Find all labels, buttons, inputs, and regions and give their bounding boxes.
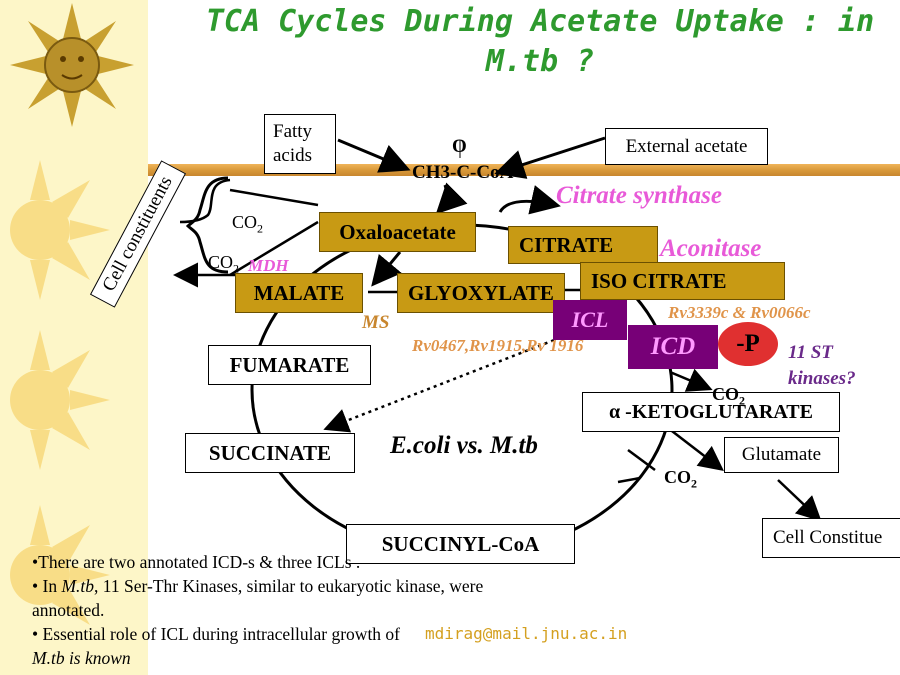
sun-icon xyxy=(10,3,134,127)
acetyl-carbonyl-o: O xyxy=(452,136,467,157)
bullet-notes: •There are two annotated ICD-s & three I… xyxy=(32,550,552,670)
isocitrate-node: ISO CITRATE xyxy=(580,262,785,300)
email-footer: mdirag@mail.jnu.ac.in xyxy=(425,624,628,643)
oxaloacetate-node: Oxaloacetate xyxy=(319,212,476,252)
glyoxylate-node: GLYOXYLATE xyxy=(397,273,565,313)
center-comparison-label: E.coli vs. M.tb xyxy=(390,432,538,459)
icd-genes-label: Rv3339c & Rv0066c xyxy=(668,303,811,322)
succinyl-coa-node: SUCCINYL-CoA xyxy=(346,524,575,564)
fumarate-node: FUMARATE xyxy=(208,345,371,385)
phosphorylation-badge: -P xyxy=(718,322,778,366)
external-acetate-node: External acetate xyxy=(605,128,768,165)
fatty-acids-node: Fatty acids xyxy=(264,114,336,174)
bullet-1: •There are two annotated ICD-s & three I… xyxy=(32,552,361,572)
acetyl-coa-node: CH3-C-CoA xyxy=(412,162,514,183)
mdh-label: MDH xyxy=(248,256,289,275)
ms-label: MS xyxy=(362,312,390,333)
alpha-ketoglutarate-node: α -KETOGLUTARATE xyxy=(582,392,840,432)
bullet-2: • In M.tb, 11 Ser-Thr Kinases, similar t… xyxy=(32,576,484,620)
aconitase-label: Aconitase xyxy=(660,235,762,262)
sun-decoration xyxy=(10,3,134,625)
succinate-node: SUCCINATE xyxy=(185,433,355,473)
icd-enzyme-box: ICD xyxy=(628,325,718,369)
co2-label-top: CO2 xyxy=(232,212,264,236)
slide-title: TCA Cycles During Acetate Uptake : in M.… xyxy=(205,4,875,79)
co2-label-icd: CO2 xyxy=(712,384,745,408)
icl-genes-label: Rv0467,Rv1915,Rv 1916 xyxy=(412,336,584,355)
bullet-3: • Essential role of ICL during intracell… xyxy=(32,624,401,668)
cell-constituents-right-node: Cell Constitue xyxy=(762,518,900,558)
co2-label-akg: CO2 xyxy=(664,467,697,491)
citrate-node: CITRATE xyxy=(508,226,658,264)
citrate-synthase-label: Citrate synthase xyxy=(556,182,722,209)
icl-enzyme-box: ICL xyxy=(553,300,627,340)
glutamate-node: Glutamate xyxy=(724,437,839,473)
kinases-label: 11 ST kinases? xyxy=(788,342,856,389)
malate-node: MALATE xyxy=(235,273,363,313)
co2-label-mdh: CO2 xyxy=(208,252,240,276)
